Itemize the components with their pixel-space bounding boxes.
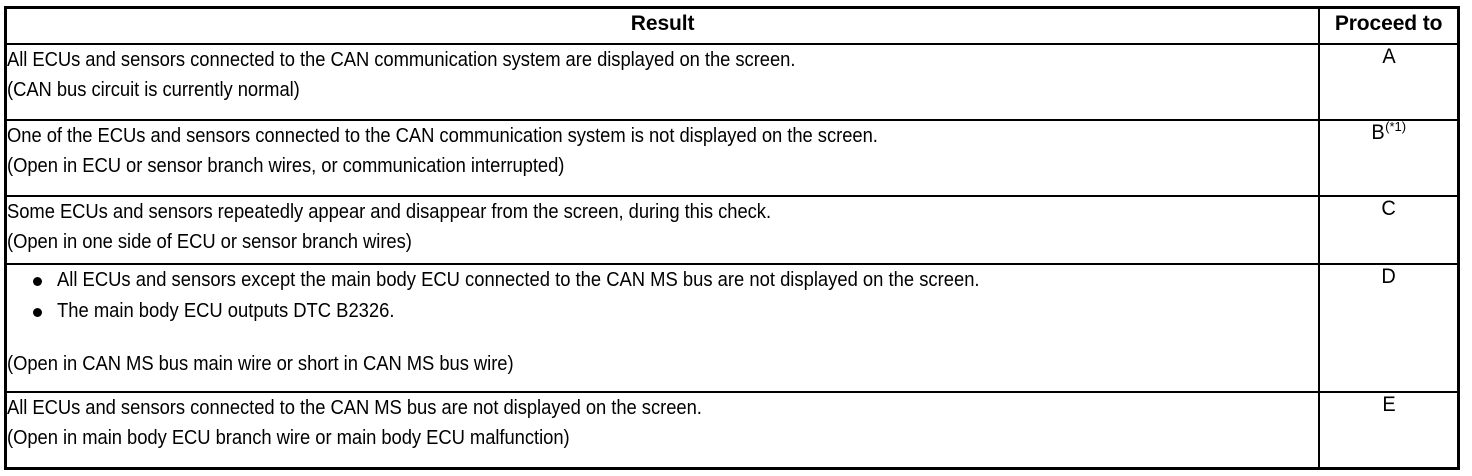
result-bullet-list: All ECUs and sensors except the main bod… — [7, 265, 1318, 327]
table-row: Some ECUs and sensors repeatedly appear … — [4, 194, 1460, 265]
proceed-cell-c: C — [1318, 194, 1460, 265]
bullet-text: The main body ECU outputs DTC B2326. — [57, 299, 395, 322]
table-header-row: Result Proceed to — [4, 6, 1460, 45]
bullet-dot-icon — [33, 307, 42, 317]
result-proceed-table: Result Proceed to All ECUs and sensors c… — [4, 6, 1460, 470]
table-row: One of the ECUs and sensors connected to… — [4, 118, 1460, 197]
proceed-cell-b: B(*1) — [1318, 118, 1460, 197]
result-line: All ECUs and sensors connected to the CA… — [7, 396, 702, 419]
proceed-value: B — [1371, 120, 1385, 144]
table-row: All ECUs and sensors connected to the CA… — [4, 42, 1460, 121]
list-item: All ECUs and sensors except the main bod… — [7, 265, 1318, 296]
result-line: (Open in ECU or sensor branch wires, or … — [7, 154, 565, 177]
result-line: (Open in one side of ECU or sensor branc… — [7, 230, 412, 253]
proceed-value: A — [1381, 44, 1396, 68]
result-line: (Open in main body ECU branch wire or ma… — [7, 426, 570, 449]
column-header-proceed-to: Proceed to — [1318, 6, 1460, 45]
spacer-line — [7, 327, 1213, 349]
result-line: One of the ECUs and sensors connected to… — [7, 124, 878, 147]
result-line: (Open in CAN MS bus main wire or short i… — [7, 352, 514, 375]
proceed-footnote-marker: (*1) — [1385, 118, 1407, 134]
column-header-result: Result — [4, 6, 1321, 45]
proceed-cell-a: A — [1318, 42, 1460, 121]
proceed-value: E — [1381, 392, 1396, 416]
result-cell-a: All ECUs and sensors connected to the CA… — [4, 42, 1321, 121]
result-cell-c: Some ECUs and sensors repeatedly appear … — [4, 194, 1321, 265]
result-line: All ECUs and sensors connected to the CA… — [7, 48, 796, 71]
bullet-dot-icon — [33, 276, 42, 286]
proceed-cell-e: E — [1318, 390, 1460, 469]
table-row: All ECUs and sensors except the main bod… — [4, 262, 1460, 393]
result-line: (CAN bus circuit is currently normal) — [7, 78, 300, 101]
result-line: Some ECUs and sensors repeatedly appear … — [7, 200, 772, 223]
list-item: The main body ECU outputs DTC B2326. — [7, 296, 1318, 327]
table-body: All ECUs and sensors connected to the CA… — [4, 42, 1460, 469]
bullet-text: All ECUs and sensors except the main bod… — [57, 268, 980, 291]
table-header: Result Proceed to — [4, 6, 1460, 45]
proceed-value: C — [1381, 196, 1396, 220]
table-row: All ECUs and sensors connected to the CA… — [4, 390, 1460, 469]
result-cell-e: All ECUs and sensors connected to the CA… — [4, 390, 1321, 469]
proceed-value: D — [1381, 264, 1396, 288]
proceed-cell-d: D — [1318, 262, 1460, 393]
result-cell-d: All ECUs and sensors except the main bod… — [4, 262, 1321, 393]
result-cell-b: One of the ECUs and sensors connected to… — [4, 118, 1321, 197]
